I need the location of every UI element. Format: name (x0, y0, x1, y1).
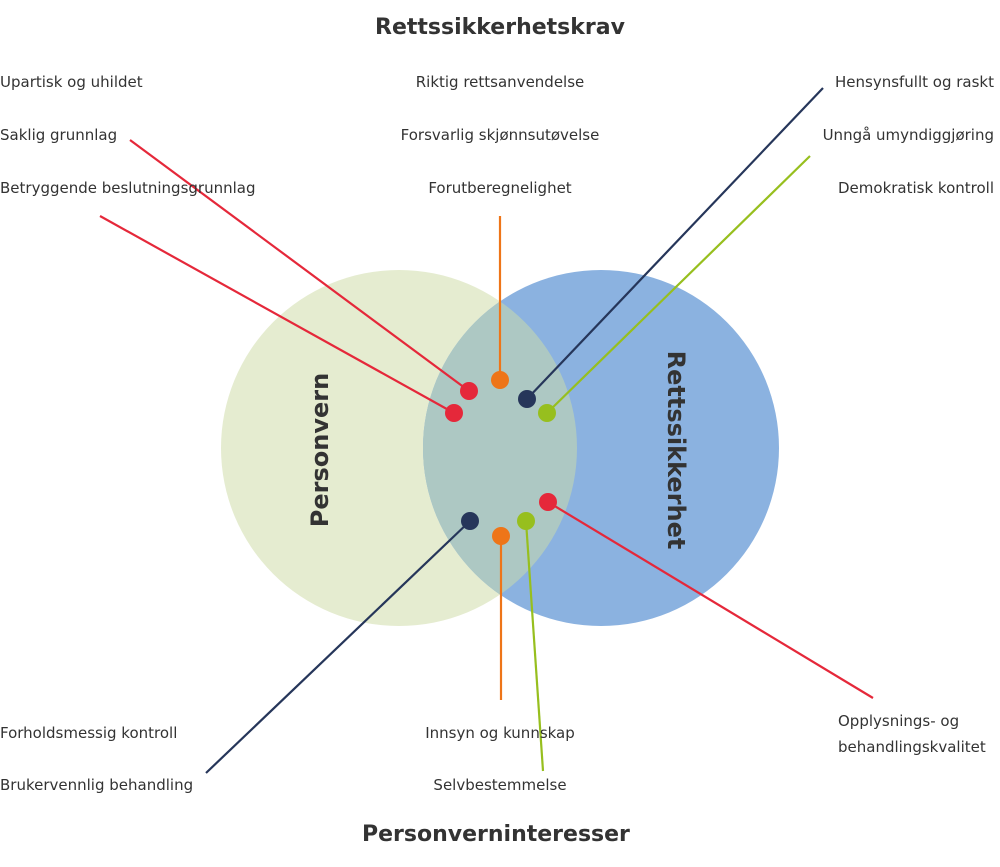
dot-selvbestemmelse (517, 512, 535, 530)
connector-selvbestemmelse (524, 520, 545, 772)
bottom-title: Personverninteresser (362, 822, 630, 847)
label-saklig: Saklig grunnlag (0, 126, 118, 144)
label-selvbestemmelse: Selvbestemmelse (433, 776, 567, 794)
dot-innsyn (492, 527, 510, 545)
label-forholdsmessig: Forholdsmessig kontroll (0, 724, 178, 742)
label-brukervennlig: Brukervennlig behandling (0, 776, 194, 794)
label-riktig: Riktig rettsanvendelse (415, 73, 585, 91)
connector-saklig (129, 139, 470, 392)
label-unnga: Unngå umyndiggjøring (822, 126, 994, 144)
label-upartisk: Upartisk og uhildet (0, 73, 143, 91)
dot-saklig (460, 382, 478, 400)
rettssikkerhet-label: Rettssikkerhet (662, 351, 690, 550)
label-innsyn: Innsyn og kunnskap (425, 724, 575, 742)
label-opplysnings-line1: Opplysnings- og (838, 712, 960, 730)
label-forutberegnelighet: Forutberegnelighet (428, 179, 572, 197)
connector-hensynsfullt (526, 87, 824, 400)
label-demokratisk: Demokratisk kontroll (838, 179, 994, 197)
connector-betryggende (99, 215, 455, 414)
connector-brukervennlig (205, 520, 471, 774)
dot-opplysnings (539, 493, 557, 511)
dot-brukervennlig (461, 512, 479, 530)
connector-opplysnings (547, 501, 874, 699)
top-title: Rettssikkerhetskrav (375, 15, 625, 40)
dot-betryggende (445, 404, 463, 422)
label-betryggende: Betryggende beslutningsgrunnlag (0, 179, 256, 197)
dot-unnga (538, 404, 556, 422)
personvern-label: Personvern (306, 373, 334, 527)
overlap-region (423, 270, 577, 626)
label-opplysnings-line2: behandlingskvalitet (838, 738, 986, 756)
dot-forutberegnelighet (491, 371, 509, 389)
dot-hensynsfullt (518, 390, 536, 408)
connector-unnga (546, 155, 811, 414)
label-hensynsfullt: Hensynsfullt og raskt (834, 73, 994, 91)
label-forsvarlig: Forsvarlig skjønnsutøvelse (400, 126, 600, 144)
